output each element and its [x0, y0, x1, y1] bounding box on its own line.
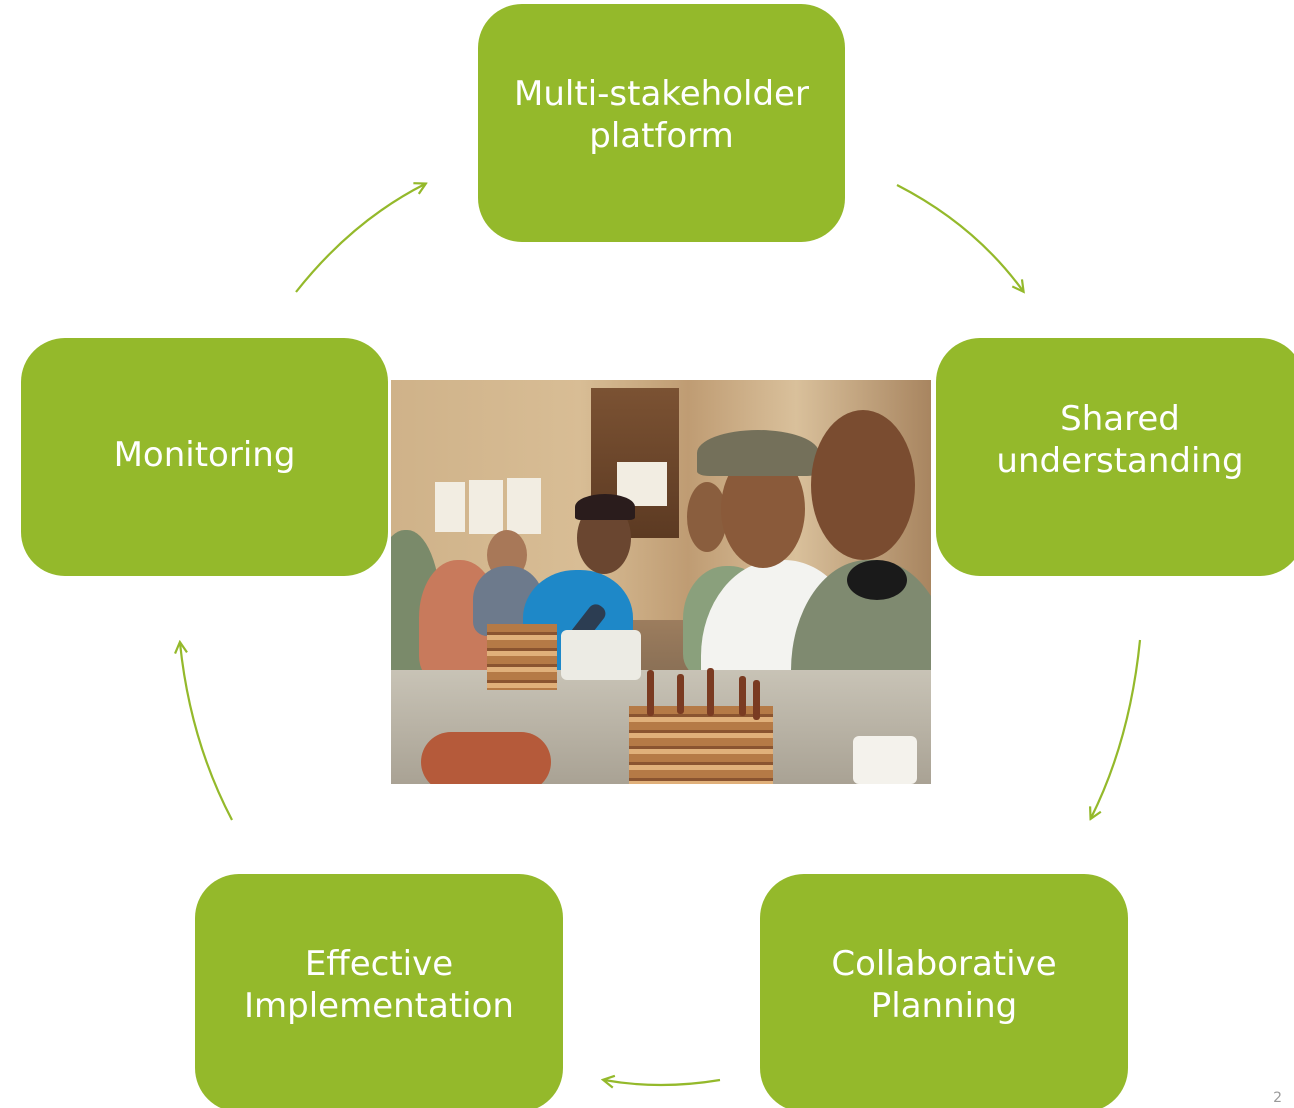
meeting-photo	[391, 380, 931, 784]
photo-person-head	[811, 410, 915, 560]
page-number: 2	[1273, 1090, 1282, 1106]
photo-wooden-box	[629, 706, 773, 784]
photo-headphones-icon	[847, 560, 907, 600]
arrow-bottom-left-to-left	[180, 643, 233, 821]
arrow-right-to-bottom-right	[1091, 639, 1142, 818]
photo-peg	[677, 674, 684, 714]
photo-person-cap	[575, 494, 635, 520]
photo-cup	[853, 736, 917, 784]
arrow-bottom-right-to-bottom-left	[604, 1080, 721, 1085]
photo-peg	[753, 680, 760, 720]
node-effective-implementation: Effective Implementation	[195, 874, 563, 1108]
node-monitoring: Monitoring	[21, 338, 388, 576]
photo-peg	[739, 676, 746, 716]
arrow-left-to-top	[295, 184, 425, 293]
photo-cloth	[421, 732, 551, 784]
photo-wooden-box	[487, 624, 557, 690]
photo-peg	[707, 668, 714, 716]
photo-poster	[435, 482, 465, 532]
photo-poster	[507, 478, 541, 534]
photo-peg	[647, 670, 654, 716]
photo-person-cap	[697, 430, 819, 476]
photo-device	[561, 630, 641, 680]
node-multi-stakeholder-platform: Multi-stakeholder platform	[478, 4, 845, 242]
arrow-top-to-right	[896, 184, 1023, 291]
node-collaborative-planning: Collaborative Planning	[760, 874, 1128, 1108]
node-shared-understanding: Shared understanding	[936, 338, 1294, 576]
photo-poster	[469, 480, 503, 534]
photo-person-head	[687, 482, 727, 552]
